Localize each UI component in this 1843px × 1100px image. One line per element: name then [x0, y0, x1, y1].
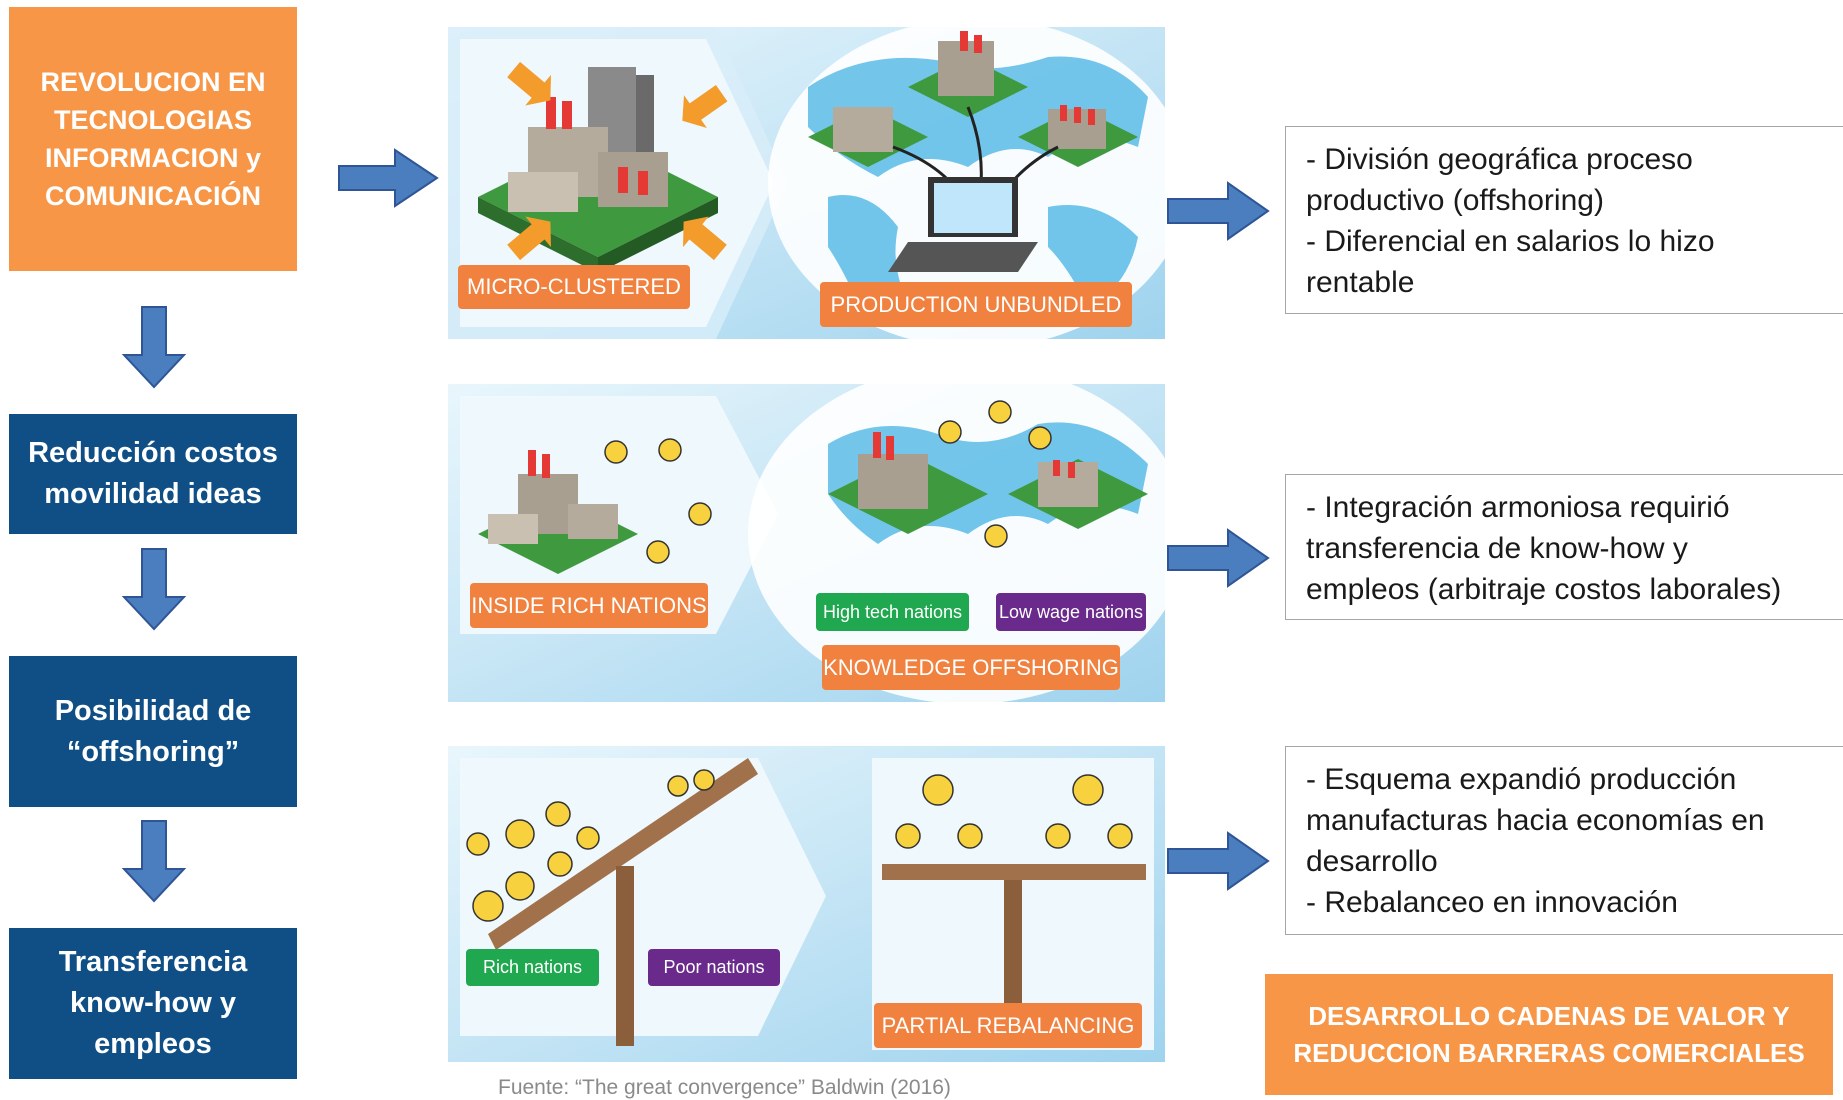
right-arrow-icon [1167, 181, 1270, 241]
offshoring-box: Posibilidad de “offshoring” [9, 656, 297, 807]
conclusion-box: DESARROLLO CADENAS DE VALOR Y REDUCCION … [1265, 974, 1833, 1095]
note-manufacturing-expansion: - Esquema expandió producción manufactur… [1285, 746, 1843, 935]
rich-nations-tag: Rich nations [466, 949, 599, 986]
ict-revolution-box: REVOLUCION EN TECNOLOGIAS INFORMACION y … [9, 7, 297, 271]
inside-rich-nations-tag: INSIDE RICH NATIONS [470, 583, 708, 628]
right-arrow-icon [1167, 831, 1270, 891]
poor-nations-tag: Poor nations [648, 949, 780, 986]
production-unbundled-tag: PRODUCTION UNBUNDLED [820, 282, 1132, 327]
idea-mobility-box: Reducción costos movilidad ideas [9, 414, 297, 534]
micro-clustered-tag: MICRO-CLUSTERED [458, 265, 690, 309]
down-arrow-icon [121, 548, 187, 631]
note-geographic-division: - División geográfica proceso productivo… [1285, 126, 1843, 314]
note-harmonious-integration: - Integración armoniosa requirió transfe… [1285, 474, 1843, 620]
panel-partial-rebalancing: Rich nations Poor nations PARTIAL REBALA… [448, 746, 1165, 1062]
partial-rebalancing-tag: PARTIAL REBALANCING [874, 1003, 1142, 1048]
right-arrow-icon [338, 148, 439, 208]
right-arrow-icon [1167, 528, 1270, 588]
low-wage-nations-tag: Low wage nations [996, 593, 1146, 631]
panel-knowledge-offshoring: INSIDE RICH NATIONS High tech nations Lo… [448, 384, 1165, 702]
know-how-transfer-box: Transferencia know-how y empleos [9, 928, 297, 1079]
down-arrow-icon [121, 820, 187, 903]
panel-production-unbundled: MICRO-CLUSTERED PRODUCTION UNBUNDLED [448, 27, 1165, 339]
knowledge-offshoring-tag: KNOWLEDGE OFFSHORING [822, 645, 1120, 690]
down-arrow-icon [121, 306, 187, 389]
source-caption: Fuente: “The great convergence” Baldwin … [498, 1076, 951, 1099]
high-tech-nations-tag: High tech nations [816, 593, 969, 631]
